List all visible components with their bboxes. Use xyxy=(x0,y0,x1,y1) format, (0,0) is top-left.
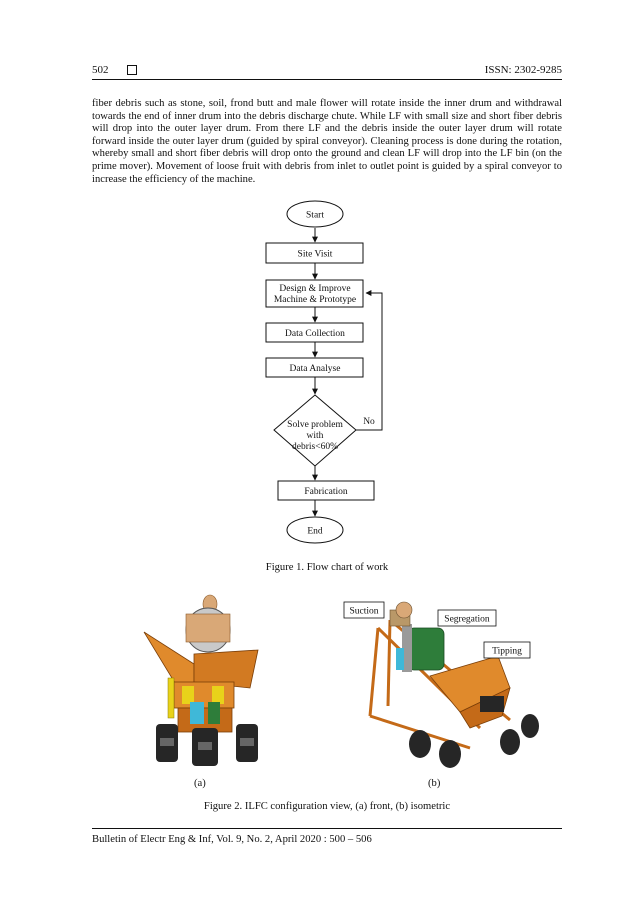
callout-tipping-label: Tipping xyxy=(492,647,522,657)
figure2-caption: Figure 2. ILFC configuration view, (a) f… xyxy=(203,801,451,812)
end-label: End xyxy=(307,527,323,537)
arrow-no-loop xyxy=(356,290,383,431)
design-box xyxy=(265,279,364,308)
callout-segregation-box xyxy=(437,609,497,627)
site-visit-box xyxy=(265,242,364,264)
data-analyse-label: Data Analyse xyxy=(290,364,341,374)
fabrication-label: Fabrication xyxy=(304,487,348,497)
figure1-caption: Figure 1. Flow chart of work xyxy=(265,562,389,573)
no-label: No xyxy=(363,417,375,427)
data-collection-label: Data Collection xyxy=(285,329,345,339)
data-collection-box xyxy=(265,322,364,343)
decision-diamond xyxy=(273,394,357,467)
callout-tipping-box xyxy=(483,641,531,659)
page-number: 502 xyxy=(92,64,109,76)
body-paragraph: fiber debris such as stone, soil, frond … xyxy=(92,98,562,185)
data-analyse-box xyxy=(265,357,364,378)
end-node xyxy=(286,516,344,544)
issn: ISSN: 2302-9285 xyxy=(484,64,562,76)
site-visit-label: Site Visit xyxy=(298,250,333,260)
header-rule xyxy=(92,79,562,80)
footer-rule xyxy=(92,828,562,829)
page-header: 502 ISSN: 2302-9285 xyxy=(92,62,562,78)
start-node xyxy=(286,200,344,228)
decision-label-3: debris<60% xyxy=(292,442,338,452)
header-left: 502 xyxy=(92,64,137,76)
callout-suction-box xyxy=(343,601,385,619)
decision-label-1: Solve problem xyxy=(287,420,343,430)
subfigure-b-label: (b) xyxy=(428,778,441,789)
design-label-1: Design & Improve xyxy=(279,284,350,294)
machine-isometric-view: Suction Segregation Tipping xyxy=(343,601,539,768)
start-label: Start xyxy=(306,211,324,221)
page-footer: Bulletin of Electr Eng & Inf, Vol. 9, No… xyxy=(92,834,372,845)
decision-label-2: with xyxy=(307,431,324,441)
machine-front-view xyxy=(143,594,259,766)
fabrication-box xyxy=(277,480,375,501)
callout-segregation-label: Segregation xyxy=(444,615,490,625)
flowchart: Start Site Visit Design & Improve Machin… xyxy=(265,200,383,544)
callout-suction-label: Suction xyxy=(349,607,378,617)
design-label-2: Machine & Prototype xyxy=(274,295,356,305)
subfigure-a-label: (a) xyxy=(194,778,206,789)
square-bullet-icon xyxy=(126,65,137,75)
